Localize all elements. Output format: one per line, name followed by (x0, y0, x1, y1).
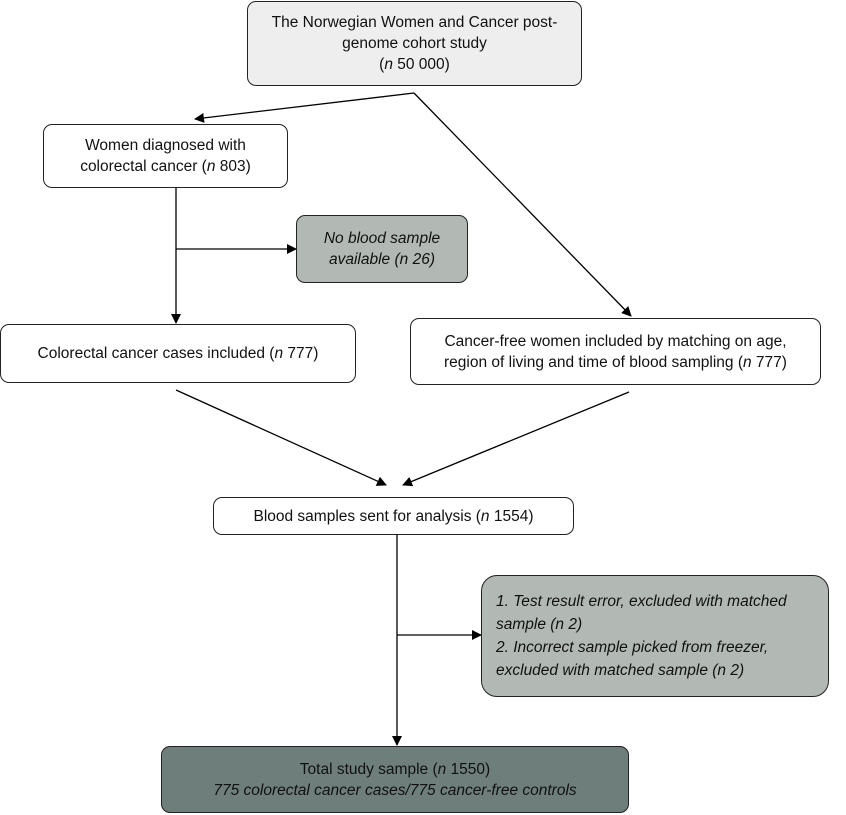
blood-samples-box: Blood samples sent for analysis (n 1554) (213, 497, 574, 535)
no-blood-line1: No blood sample (323, 230, 441, 247)
total-line1: Total study sample (n 1550) (299, 760, 491, 778)
crc-line1: Women diagnosed with (85, 137, 246, 154)
exclusion-item-2-line1: 2. Incorrect sample picked from freezer, (496, 639, 769, 656)
arrow-controls-to-blood (402, 391, 630, 487)
no-blood-line2: available (n 26) (329, 251, 435, 268)
exclusions-box: 1. Test result error, excluded with matc… (481, 575, 829, 697)
blood-samples-text: Blood samples sent for analysis (n 1554) (253, 507, 534, 525)
arrow-cohort-to-crc (194, 92, 415, 123)
total-line2: 775 colorectal cancer cases/775 cancer-f… (213, 781, 577, 799)
crc-box: Women diagnosed with colorectal cancer (… (43, 124, 288, 188)
controls-line1: Cancer-free women included by matching o… (444, 332, 787, 350)
cohort-n: (n 50 000) (379, 56, 450, 73)
cohort-line2: genome cohort study (342, 35, 487, 52)
exclusion-item-1-line1: 1. Test result error, excluded with matc… (496, 593, 787, 610)
cases-text: Colorectal cancer cases included (n 777) (37, 345, 319, 362)
arrow-cases-to-blood (175, 389, 387, 486)
crc-line2: colorectal cancer (n 803) (80, 158, 251, 175)
exclusion-item-1-line2: sample (n 2) (496, 616, 583, 633)
total-sample-box: Total study sample (n 1550) 775 colorect… (161, 746, 629, 813)
controls-line2: region of living and time of blood sampl… (444, 353, 787, 371)
cases-box: Colorectal cancer cases included (n 777) (0, 324, 356, 383)
cohort-box: The Norwegian Women and Cancer post- gen… (247, 1, 582, 86)
controls-box: Cancer-free women included by matching o… (410, 318, 821, 385)
cohort-line1: The Norwegian Women and Cancer post- (271, 14, 558, 31)
exclusion-item-2-line2: excluded with matched sample (n 2) (496, 662, 745, 679)
no-blood-box: No blood sample available (n 26) (296, 215, 468, 283)
arrow-cohort-to-controls (413, 92, 632, 317)
